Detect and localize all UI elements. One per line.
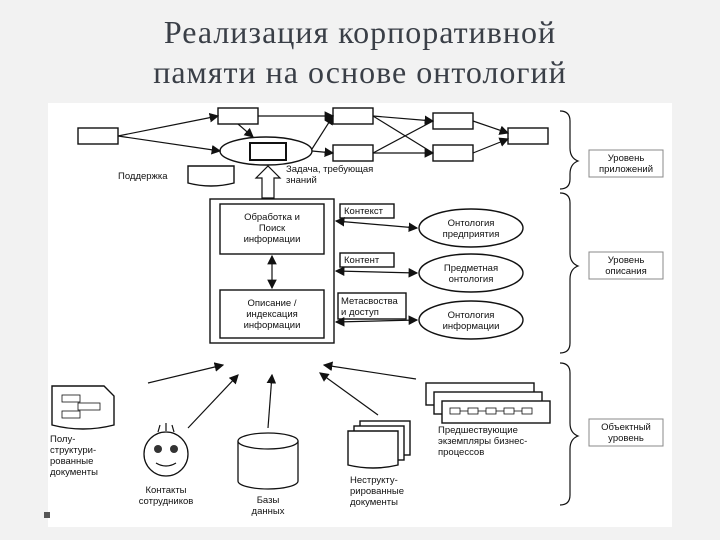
level-apps-line-1: Уровень [608, 153, 645, 164]
onto-info-line-1: Онтология [448, 310, 495, 321]
slide-bullet-marker [44, 512, 50, 518]
database-icon [237, 432, 299, 490]
slide-title: Реализация корпоративной памяти на основ… [0, 12, 720, 92]
level-apps-line-2: приложений [599, 164, 653, 175]
onto-domain-line-1: Предметная [444, 263, 498, 274]
content-label: Контент [344, 255, 380, 266]
onto-domain-line-2: онтология [449, 274, 494, 285]
employee-face-icon [143, 423, 189, 477]
process-instances-icon [425, 382, 551, 424]
onto-info-line-2: информации [443, 321, 500, 332]
unstruct-docs-line-3: документы [350, 497, 398, 508]
application-network [77, 107, 549, 166]
level-obj-box [588, 418, 664, 447]
ontology-information [418, 300, 524, 340]
prev-instances-line-1: Предшествующие [438, 425, 518, 436]
description-line-3: информации [244, 320, 301, 331]
onto-enterprise-line-1: Онтология [448, 218, 495, 229]
unstruct-docs-line-2: рированные [350, 486, 404, 497]
unstruct-docs-line-1: Неструкту- [350, 475, 398, 486]
level-desc-line-2: описания [605, 266, 646, 277]
contacts-line-2: сотрудников [139, 496, 194, 507]
semi-docs-line-1: Полу- [50, 434, 75, 445]
prev-instances-line-3: процессов [438, 447, 484, 458]
level-obj-line-2: уровень [608, 433, 644, 444]
context-label: Контекст [344, 206, 384, 217]
ontology-enterprise [418, 208, 524, 248]
semi-docs-line-2: структури- [50, 445, 96, 456]
app-node-6 [432, 144, 474, 162]
onto-enterprise-line-2: предприятия [443, 229, 500, 240]
processing-line-3: информации [244, 234, 301, 245]
app-node-4 [432, 112, 474, 130]
ontology-domain [418, 253, 524, 293]
description-line-2: индексация [246, 309, 298, 320]
unstructured-docs-icon [347, 420, 411, 469]
metadata-line-2: и доступ [341, 307, 379, 318]
task-label-line-2: знаний [286, 175, 317, 186]
app-node-2 [217, 107, 259, 125]
databases-line-1: Базы [257, 495, 280, 506]
hollow-up-arrow [254, 165, 282, 199]
processing-line-2: Поиск [259, 223, 286, 234]
task-core-box [249, 142, 287, 161]
slide-title-line-2: памяти на основе онтологий [153, 54, 567, 90]
databases-line-2: данных [252, 506, 285, 517]
level-desc-box [588, 251, 664, 280]
prev-instances-line-2: экземпляры бизнес- [438, 436, 527, 447]
description-line-1: Описание / [248, 298, 297, 309]
description-box [219, 289, 325, 339]
support-document-icon [187, 165, 235, 187]
task-label-line-1: Задача, требующая [286, 164, 373, 175]
app-node-7 [332, 144, 374, 162]
brace-object [559, 362, 580, 506]
app-node-1 [77, 127, 119, 145]
processing-line-1: Обработка и [244, 212, 300, 223]
brace-description [559, 192, 580, 354]
brace-applications [559, 110, 580, 190]
semi-docs-line-4: документы [50, 467, 98, 478]
level-obj-line-1: Объектный [601, 422, 651, 433]
semi-structured-doc-icon [51, 385, 115, 430]
processing-box [219, 203, 325, 255]
metadata-tag [337, 292, 407, 320]
metadata-line-1: Метасвоства [341, 296, 399, 307]
level-apps-box [588, 149, 664, 178]
contacts-line-1: Контакты [145, 485, 186, 496]
slide-title-line-1: Реализация корпоративной [163, 14, 557, 50]
diagram-canvas: Поддержка Задача, требующая знаний Обраб… [50, 107, 664, 517]
support-label: Поддержка [118, 171, 168, 182]
level-desc-line-1: Уровень [608, 255, 645, 266]
semi-docs-line-3: рованные [50, 456, 93, 467]
diagram-panel: Поддержка Задача, требующая знаний Обраб… [48, 103, 672, 527]
app-node-5 [507, 127, 549, 145]
app-node-3 [332, 107, 374, 125]
